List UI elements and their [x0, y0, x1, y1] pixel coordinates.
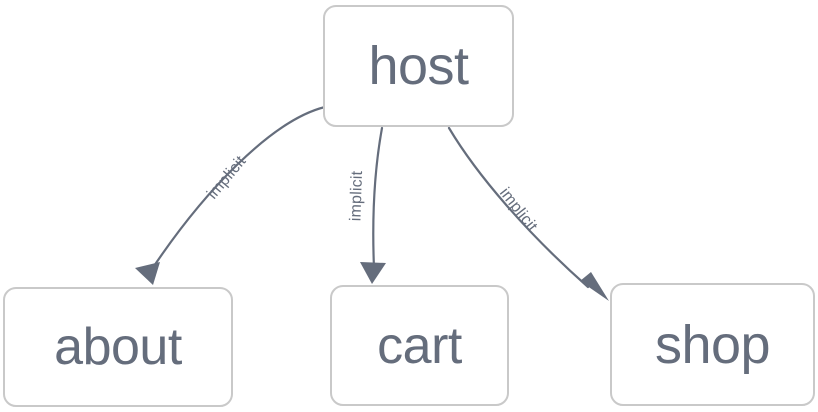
edge-host-cart-arrowhead	[360, 262, 386, 284]
node-about[interactable]: about	[3, 287, 233, 407]
edge-host-about[interactable]: implicit	[135, 105, 327, 285]
node-shop[interactable]: shop	[610, 283, 815, 406]
edge-host-shop[interactable]: implicit	[447, 126, 609, 301]
edge-host-shop-path	[447, 126, 590, 289]
edge-host-shop-label: implicit	[496, 185, 541, 236]
node-cart-label: cart	[377, 316, 462, 375]
edge-host-shop-arrowhead	[580, 272, 609, 301]
edge-host-about-label: implicit	[204, 153, 250, 203]
node-about-label: about	[54, 318, 182, 376]
node-shop-label: shop	[654, 314, 771, 375]
edge-host-about-path	[148, 105, 327, 274]
edge-host-about-arrowhead	[135, 262, 160, 285]
node-host-label: host	[368, 36, 469, 96]
node-host[interactable]: host	[323, 5, 514, 127]
node-cart[interactable]: cart	[330, 285, 509, 406]
edge-host-cart-path	[372, 126, 384, 270]
edge-host-cart-label: implicit	[347, 170, 366, 221]
edge-host-cart[interactable]: implicit	[347, 126, 386, 284]
